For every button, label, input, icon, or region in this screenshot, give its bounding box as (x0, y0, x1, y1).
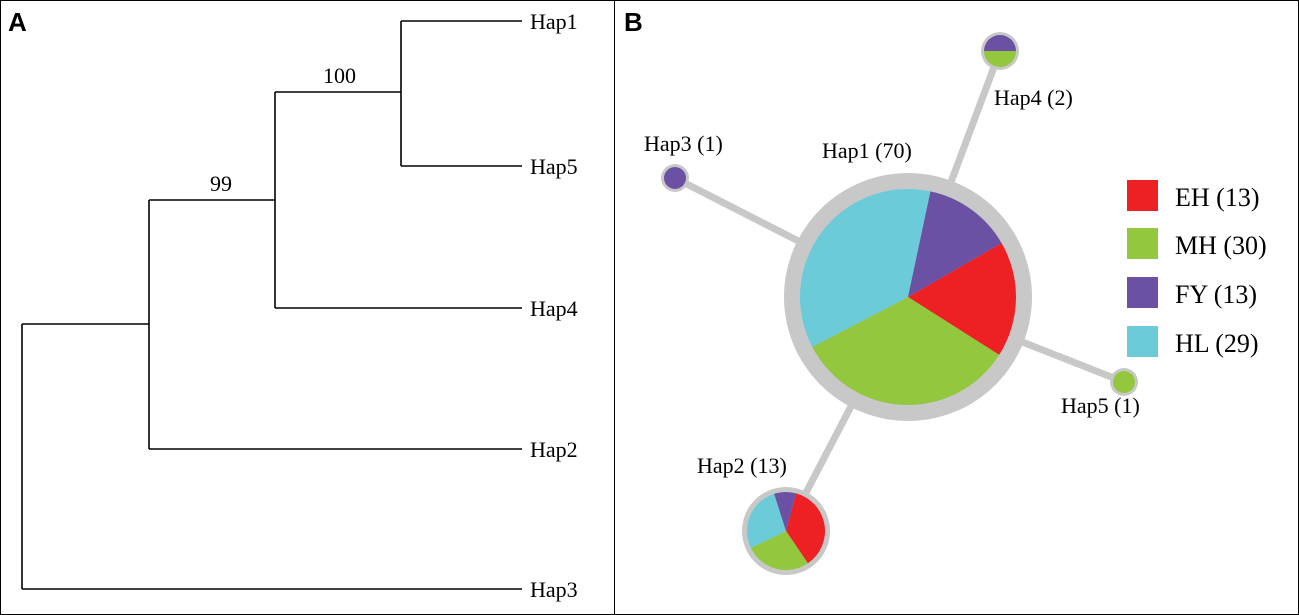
hap5-pie (1113, 371, 1135, 393)
legend-swatch-eh (1127, 180, 1158, 211)
legend: EH (13) MH (30) FY (13) HL (29) (1127, 180, 1267, 358)
hap4-pie (984, 35, 1016, 67)
tree-tip-hap1: Hap1 (530, 9, 578, 34)
hap1-slice-eh (908, 243, 1017, 355)
hap1-slice-hl (799, 189, 931, 348)
hap2-slice-fy (774, 492, 797, 531)
hap2-slice-mh (750, 531, 808, 571)
legend-label-fy: FY (13) (1175, 280, 1257, 309)
hap1-slice-fy (908, 191, 1002, 297)
tree-tip-hap3: Hap3 (530, 577, 578, 602)
hap2-pie (747, 492, 826, 571)
tree-tip-hap2: Hap2 (530, 437, 578, 462)
phylogenetic-tree (21, 20, 522, 590)
tree-tip-hap5: Hap5 (530, 154, 578, 179)
node-label-hap4: Hap4 (2) (994, 85, 1073, 110)
hap4-slice-fy (984, 35, 1016, 51)
hap3-pie (664, 167, 686, 189)
legend-label-eh: EH (13) (1175, 183, 1259, 212)
tree-tip-hap4: Hap4 (530, 296, 578, 321)
node-label-hap3: Hap3 (1) (644, 131, 723, 156)
node-label-hap1: Hap1 (70) (822, 138, 912, 163)
hap1-slice-mh (812, 297, 1000, 406)
node-label-hap2: Hap2 (13) (697, 453, 787, 478)
panel-b-letter: B (624, 7, 643, 37)
tree-support-99: 99 (210, 171, 232, 196)
hap4-slice-mh (984, 51, 1016, 67)
legend-swatch-hl (1127, 326, 1158, 357)
legend-label-hl: HL (29) (1175, 329, 1259, 358)
legend-label-mh: MH (30) (1175, 231, 1267, 260)
node-label-hap5: Hap5 (1) (1061, 393, 1140, 418)
hap2-slice-hl (747, 493, 786, 549)
legend-swatch-mh (1127, 228, 1158, 259)
hap3-slice-fy (664, 167, 686, 189)
hap2-slice-eh (786, 493, 826, 564)
panel-a-letter: A (8, 7, 27, 37)
legend-swatch-fy (1127, 277, 1158, 308)
hap5-slice-mh (1113, 371, 1135, 393)
tree-support-100: 100 (323, 63, 356, 88)
hap1-pie (799, 189, 1017, 406)
